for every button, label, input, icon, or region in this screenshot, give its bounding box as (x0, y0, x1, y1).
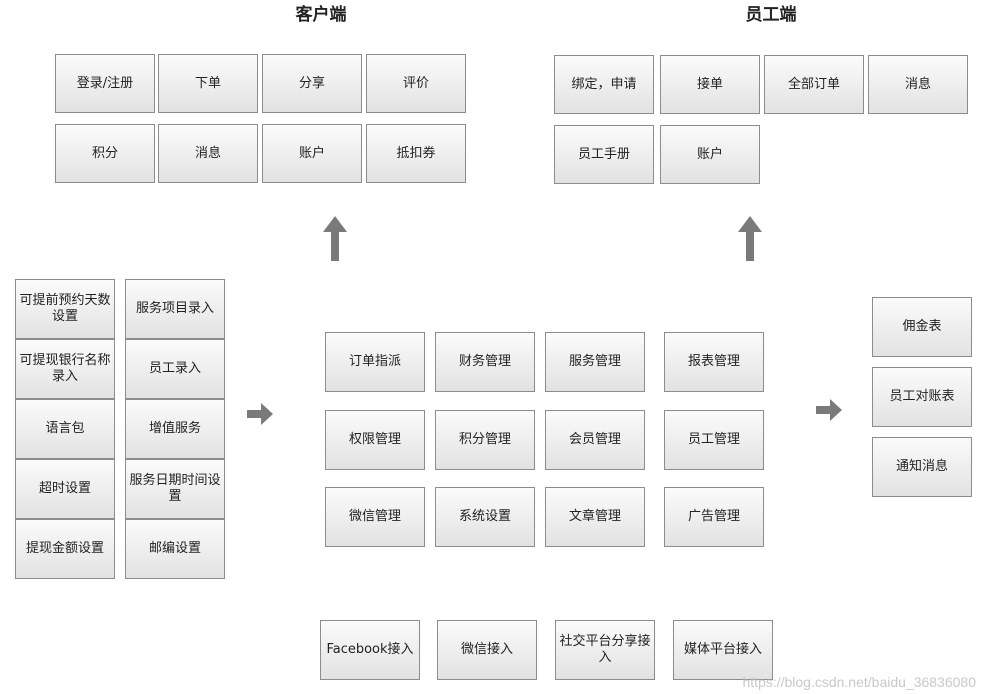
mgmt-employee-box: 员工管理 (664, 410, 764, 470)
setting-employee-entry-box: 员工录入 (125, 339, 225, 399)
arrow-up-customer-icon (323, 216, 347, 261)
mgmt-finance-box: 财务管理 (435, 332, 535, 392)
setting-timeout-box: 超时设置 (15, 459, 115, 519)
customer-title: 客户端 (295, 5, 347, 25)
watermark: https://blog.csdn.net/baidu_36836080 (742, 674, 976, 690)
mgmt-article-box: 文章管理 (545, 487, 645, 547)
mgmt-order-dispatch-box: 订单指派 (325, 332, 425, 392)
setting-service-items-box: 服务项目录入 (125, 279, 225, 339)
customer-messages-box: 消息 (158, 124, 258, 183)
mgmt-report-box: 报表管理 (664, 332, 764, 392)
setting-service-datetime-box: 服务日期时间设置 (125, 459, 225, 519)
output-notification-box: 通知消息 (872, 437, 972, 497)
customer-account-box: 账户 (262, 124, 362, 183)
arrow-right-settings-icon (247, 403, 273, 425)
employee-account-box: 账户 (660, 125, 760, 184)
mgmt-wechat-box: 微信管理 (325, 487, 425, 547)
employee-messages-box: 消息 (868, 55, 968, 114)
integration-social-share-box: 社交平台分享接入 (555, 620, 655, 680)
customer-review-box: 评价 (366, 54, 466, 113)
setting-bank-names-box: 可提现银行名称录入 (15, 339, 115, 399)
employee-bind-apply-box: 绑定，申请 (554, 55, 654, 114)
mgmt-points-box: 积分管理 (435, 410, 535, 470)
setting-language-pack-box: 语言包 (15, 399, 115, 459)
arrow-right-outputs-icon (816, 399, 842, 421)
employee-handbook-box: 员工手册 (554, 125, 654, 184)
arrow-up-employee-icon (738, 216, 762, 261)
setting-advance-days-box: 可提前预约天数设置 (15, 279, 115, 339)
integration-media-box: 媒体平台接入 (673, 620, 773, 680)
mgmt-member-box: 会员管理 (545, 410, 645, 470)
customer-coupon-box: 抵扣券 (366, 124, 466, 183)
mgmt-ads-box: 广告管理 (664, 487, 764, 547)
customer-share-box: 分享 (262, 54, 362, 113)
output-statement-box: 员工对账表 (872, 367, 972, 427)
integration-wechat-box: 微信接入 (437, 620, 537, 680)
employee-accept-order-box: 接单 (660, 55, 760, 114)
customer-order-box: 下单 (158, 54, 258, 113)
setting-postcode-box: 邮编设置 (125, 519, 225, 579)
mgmt-permission-box: 权限管理 (325, 410, 425, 470)
integration-facebook-box: Facebook接入 (320, 620, 420, 680)
mgmt-service-box: 服务管理 (545, 332, 645, 392)
employee-all-orders-box: 全部订单 (764, 55, 864, 114)
mgmt-system-settings-box: 系统设置 (435, 487, 535, 547)
output-commission-box: 佣金表 (872, 297, 972, 357)
customer-login-box: 登录/注册 (55, 54, 155, 113)
customer-points-box: 积分 (55, 124, 155, 183)
setting-withdraw-amount-box: 提现金额设置 (15, 519, 115, 579)
setting-value-added-box: 增值服务 (125, 399, 225, 459)
employee-title: 员工端 (745, 5, 797, 25)
